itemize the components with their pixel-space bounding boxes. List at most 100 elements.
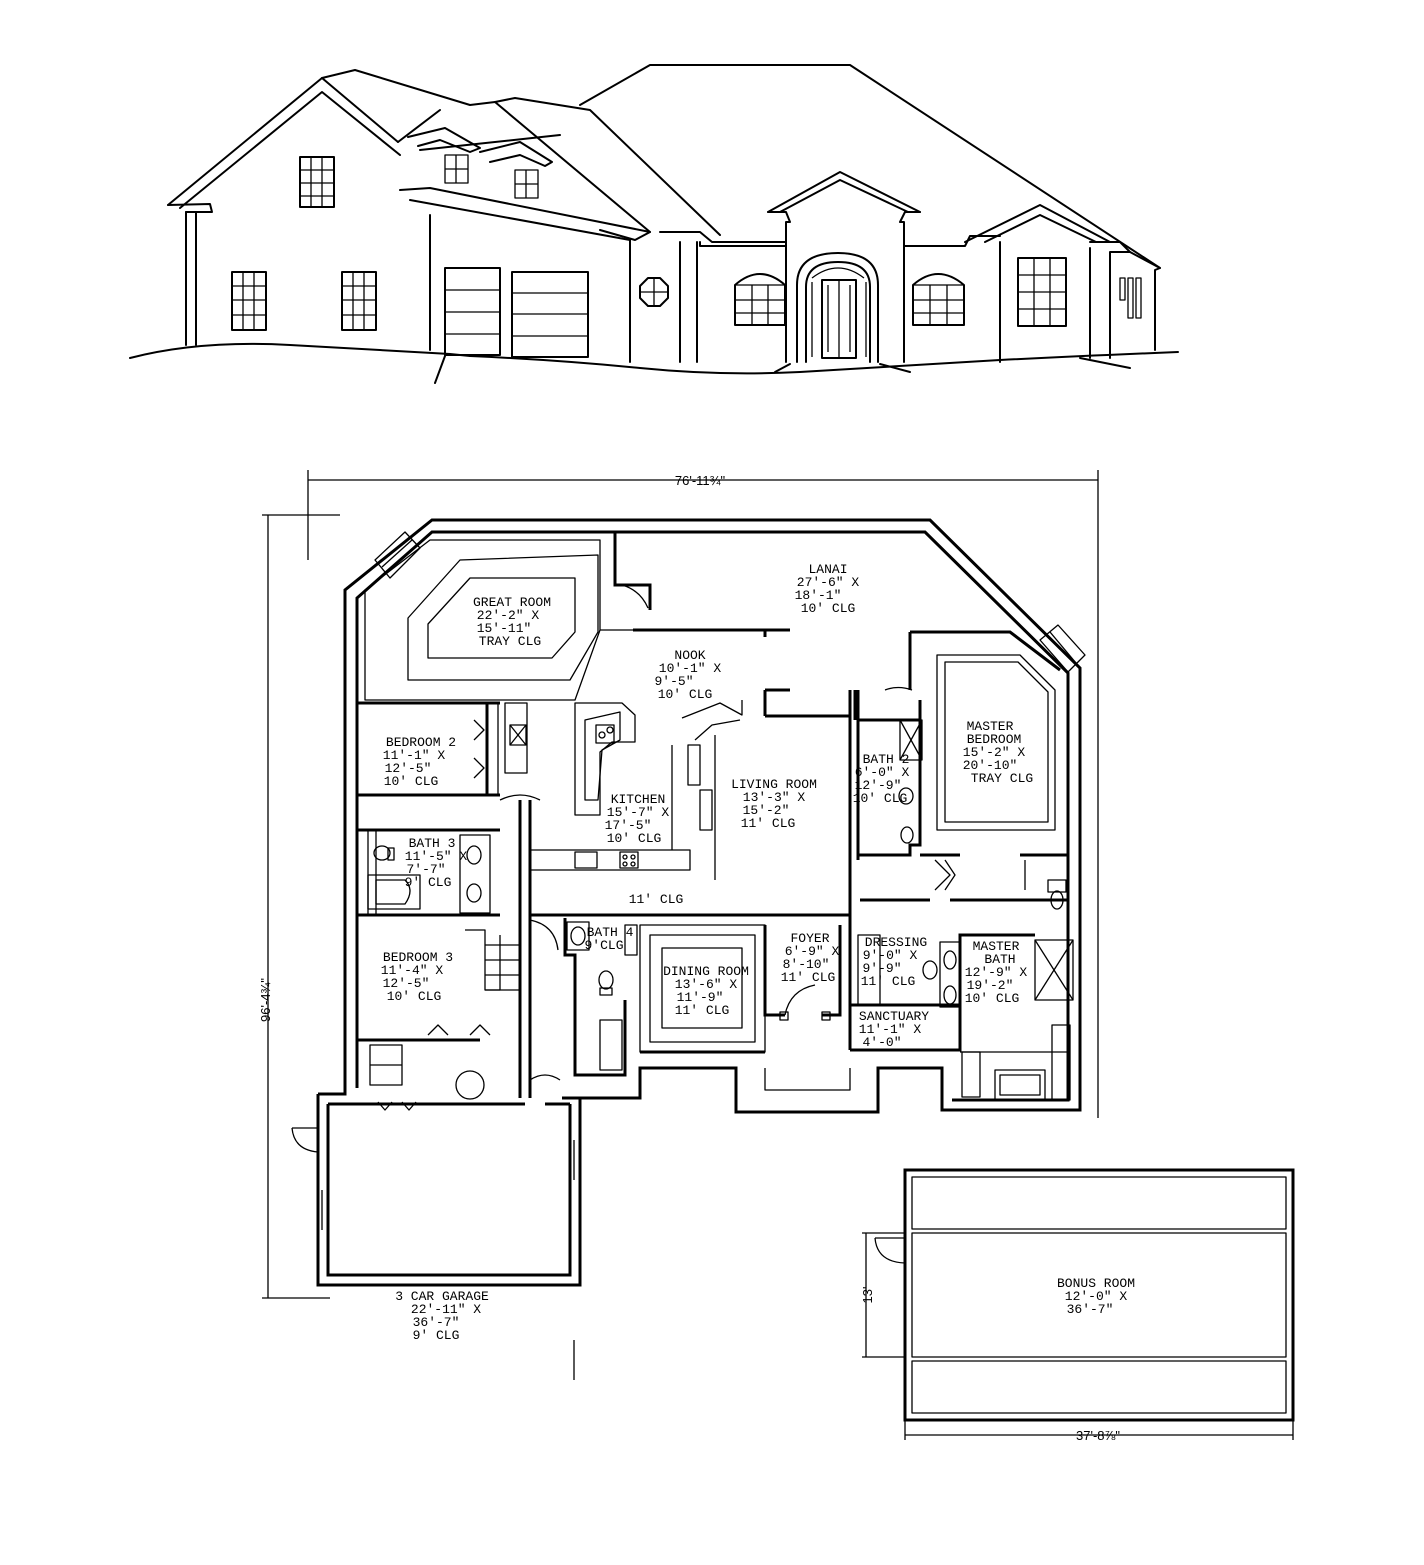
room-ceiling: TRAY CLG: [479, 634, 541, 649]
room-label-bath-4: BATH 4 9'CLG: [584, 925, 633, 953]
room-dim-1: 11'-4" X: [381, 963, 444, 978]
room-dim-2: 4'-0": [862, 1035, 901, 1050]
elevation-window: [341, 271, 377, 331]
room-dim-1: 11'-1" X: [859, 1022, 922, 1037]
room-dim-2: 17'-5": [605, 818, 652, 833]
elevation-window: [1017, 257, 1067, 327]
room-name: BATH 2: [863, 752, 910, 767]
room-dim-2: 36'-7": [413, 1315, 460, 1330]
room-name: BEDROOM 3: [383, 950, 453, 965]
room-ceiling: 10' CLG: [607, 831, 662, 846]
room-name: MASTER: [967, 719, 1014, 734]
room-name: BATH 4: [587, 925, 634, 940]
room-ceiling: 10' CLG: [965, 991, 1020, 1006]
room-dim-2: 15'-11": [477, 621, 532, 636]
room-label-lanai: LANAI 27'-6" X 18'-1" 10' CLG: [795, 562, 860, 616]
room-ceiling: 10' CLG: [384, 774, 439, 789]
room-label-bedroom-3: BEDROOM 3 11'-4" X 12'-5" 10' CLG: [381, 950, 453, 1004]
room-label-garage: 3 CAR GARAGE 22'-11" X 36'-7" 9' CLG: [395, 1289, 489, 1343]
room-ceiling: 11' CLG: [861, 974, 916, 989]
room-dim-1: 15'-7" X: [607, 805, 670, 820]
room-name: DINING ROOM: [663, 964, 749, 979]
room-dim-1: 22'-11" X: [411, 1302, 481, 1317]
elevation-window: [299, 156, 335, 208]
room-ceiling: TRAY CLG: [971, 771, 1033, 786]
room-dim-2: 19'-2": [967, 978, 1014, 993]
room-label-dressing: DRESSING 9'-0" X 9'-9" 11' CLG: [861, 935, 928, 989]
room-ceiling: 9'CLG: [584, 938, 623, 953]
elevation-window: [231, 271, 267, 331]
room-dim-2: 9'-9": [862, 961, 901, 976]
bonus-width-dimension: 37'-8⅞": [1076, 1428, 1120, 1443]
room-ceiling: 10' CLG: [658, 687, 713, 702]
room-label-dining-room: DINING ROOM 13'-6" X 11'-9" 11' CLG: [663, 964, 749, 1018]
room-label-living-room: LIVING ROOM 13'-3" X 15'-2" 11' CLG: [731, 777, 817, 831]
room-label-kitchen: KITCHEN 15'-7" X 17'-5" 10' CLG: [605, 792, 670, 846]
room-label-sanctuary: SANCTUARY 11'-1" X 4'-0": [859, 1009, 930, 1050]
bay-window: [374, 531, 421, 579]
room-dim-2: 9'-5": [654, 674, 693, 689]
room-label-hall: 11' CLG: [629, 892, 684, 907]
room-name: BATH 3: [409, 836, 456, 851]
room-name-2: BEDROOM: [967, 732, 1022, 747]
room-dim-1: 12'-0" X: [1065, 1289, 1128, 1304]
room-name: BEDROOM 2: [386, 735, 456, 750]
room-name: BONUS ROOM: [1057, 1276, 1135, 1291]
room-name: MASTER: [973, 939, 1020, 954]
garage-door: [444, 267, 501, 356]
room-label-foyer: FOYER 6'-9" X 8'-10" 11' CLG: [781, 931, 840, 985]
room-dim-2: 12'-9": [855, 778, 902, 793]
arched-window: [734, 273, 786, 326]
room-name: LANAI: [808, 562, 847, 577]
room-label-bedroom-2: BEDROOM 2 11'-1" X 12'-5" 10' CLG: [383, 735, 456, 789]
room-name: GREAT ROOM: [473, 595, 551, 610]
room-ceiling: 9' CLG: [413, 1328, 460, 1343]
room-ceiling: 10' CLG: [387, 989, 442, 1004]
room-dim-1: 15'-2" X: [963, 745, 1026, 760]
overall-width-dimension: 76'-11¾": [675, 473, 726, 488]
floor-plan: [262, 470, 1295, 1440]
room-label-great-room: GREAT ROOM 22'-2" X 15'-11" TRAY CLG: [473, 595, 551, 649]
entry-door: [796, 252, 879, 363]
room-dim-1: 9'-0" X: [863, 948, 918, 963]
room-ceiling: 11' CLG: [629, 892, 684, 907]
room-label-bath-2: BATH 2 6'-0" X 12'-9" 10' CLG: [853, 752, 910, 806]
room-label-bonus-room: BONUS ROOM 12'-0" X 36'-7": [1057, 1276, 1135, 1317]
room-name: FOYER: [790, 931, 829, 946]
arched-window: [912, 273, 965, 326]
room-label-master-bedroom: MASTER BEDROOM 15'-2" X 20'-10" TRAY CLG: [963, 719, 1034, 786]
room-dim-1: 11'-5" X: [405, 849, 468, 864]
room-name: SANCTUARY: [859, 1009, 929, 1024]
room-dim-1: 13'-6" X: [675, 977, 738, 992]
room-dim-1: 6'-0" X: [855, 765, 910, 780]
room-dim-2: 18'-1": [795, 588, 842, 603]
room-dim-2: 7'-7": [406, 862, 445, 877]
bonus-room-plan: [862, 1168, 1295, 1440]
room-dim-2: 36'-7": [1067, 1302, 1114, 1317]
front-elevation: [129, 64, 1179, 384]
room-name: 3 CAR GARAGE: [395, 1289, 489, 1304]
room-dim-2: 11'-9": [677, 990, 724, 1005]
garage-door: [511, 271, 589, 358]
room-dim-1: 6'-9" X: [785, 944, 840, 959]
room-ceiling: 11' CLG: [741, 816, 796, 831]
room-dim-1: 27'-6" X: [797, 575, 860, 590]
room-dim-1: 12'-9" X: [965, 965, 1028, 980]
room-ceiling: 9' CLG: [405, 875, 452, 890]
room-label-master-bath: MASTER BATH 12'-9" X 19'-2" 10' CLG: [965, 939, 1028, 1006]
room-dim-2: 15'-2": [743, 803, 790, 818]
room-dim-2: 8'-10": [783, 957, 830, 972]
room-dim-2: 12'-5": [385, 761, 432, 776]
room-name: LIVING ROOM: [731, 777, 817, 792]
room-ceiling: 11' CLG: [781, 970, 836, 985]
room-ceiling: 11' CLG: [675, 1003, 730, 1018]
bay-window: [1039, 624, 1086, 673]
room-dim-2: 20'-10": [963, 758, 1018, 773]
room-dim-1: 22'-2" X: [477, 608, 540, 623]
room-label-nook: NOOK 10'-1" X 9'-5" 10' CLG: [654, 648, 721, 702]
room-dim-1: 13'-3" X: [743, 790, 806, 805]
room-name: DRESSING: [865, 935, 927, 950]
room-ceiling: 10' CLG: [801, 601, 856, 616]
room-dim-2: 12'-5": [383, 976, 430, 991]
